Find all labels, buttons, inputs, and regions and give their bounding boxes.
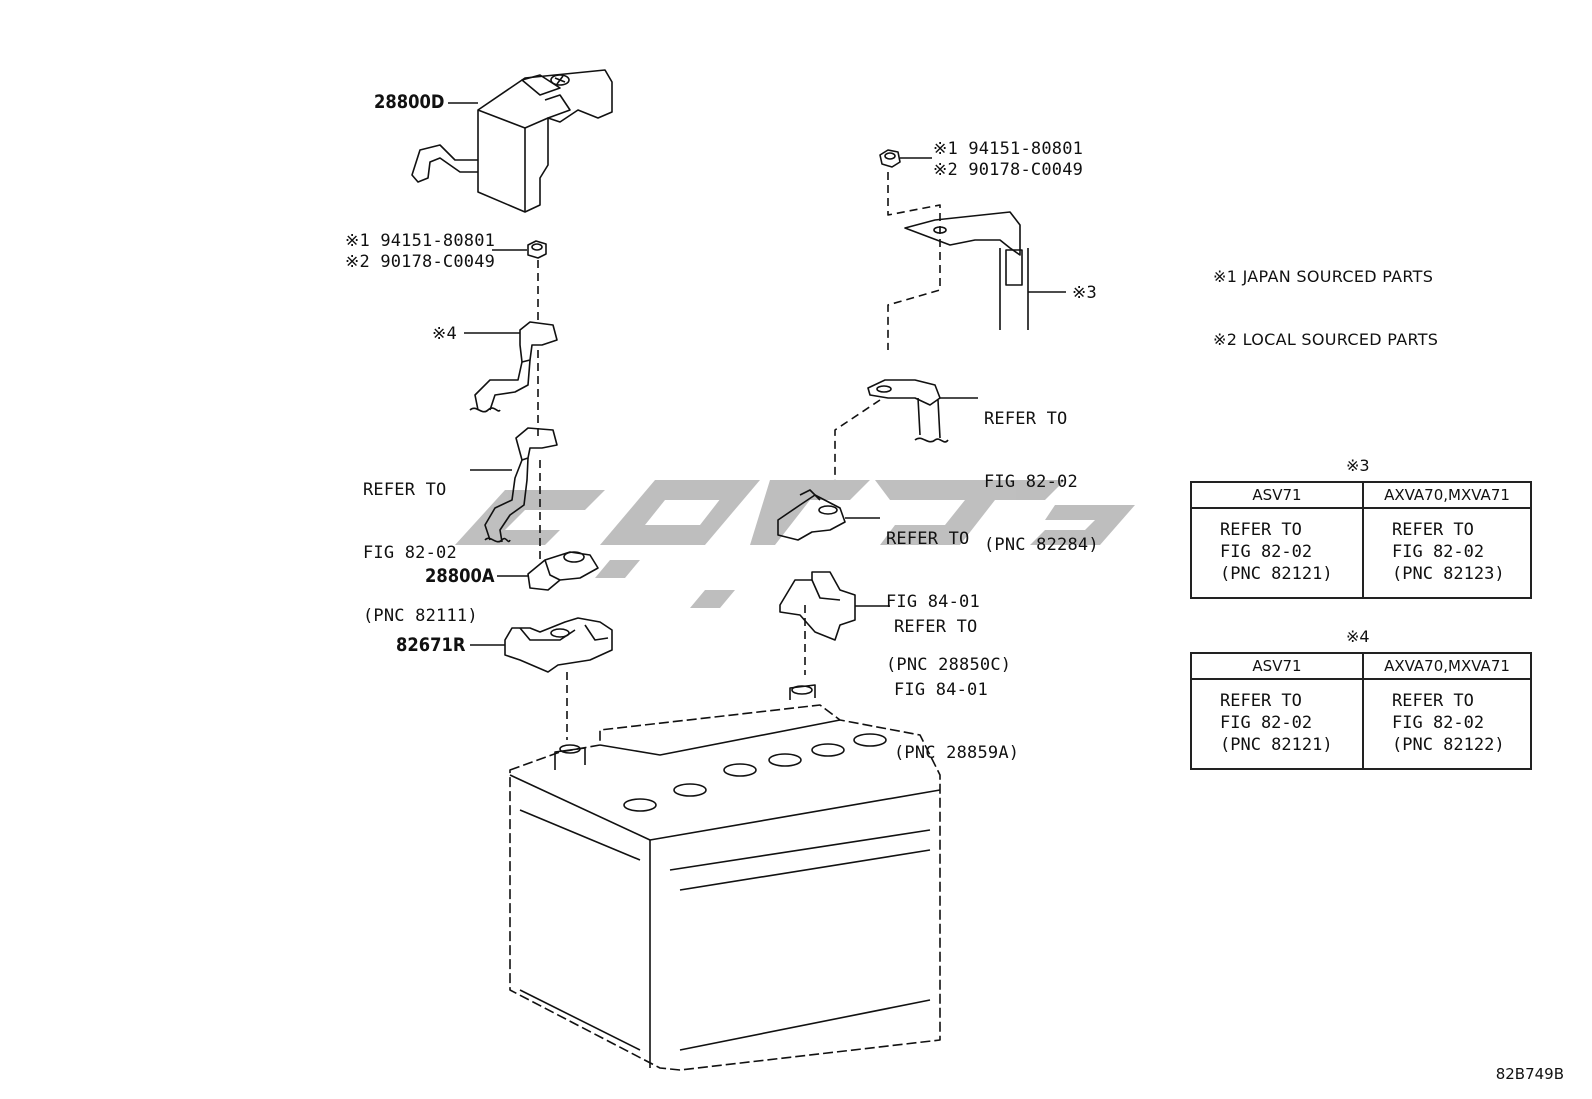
cell-line: REFER TO — [1392, 520, 1474, 540]
nut-right-line2: ※2 90178-C0049 — [933, 160, 1084, 180]
legend-line1: ※1 JAPAN SOURCED PARTS — [1213, 267, 1434, 286]
ref-line: REFER TO — [984, 409, 1068, 429]
cell-line: FIG 82-02 — [1392, 713, 1485, 733]
ref-line: FIG 82-02 — [984, 472, 1078, 492]
nut-right-line1: ※1 94151-80801 — [933, 139, 1084, 159]
cell-line: (PNC 82121) — [1220, 564, 1333, 584]
ref-line: (PNC 82284) — [984, 535, 1099, 555]
cell-line: (PNC 82122) — [1392, 735, 1505, 755]
ref-line: REFER TO — [894, 617, 978, 637]
cell-line: (PNC 82123) — [1392, 564, 1505, 584]
ref-terminal: REFER TO FIG 84-01 (PNC 28850C) — [886, 487, 1011, 697]
ref-left-cable: REFER TO FIG 82-02 (PNC 82111) — [363, 438, 478, 648]
ref-line: FIG 84-01 — [886, 592, 980, 612]
cover-part — [411, 69, 613, 213]
right-cable-upper — [904, 211, 1029, 330]
table4-title: ※4 — [1346, 627, 1370, 646]
callout-note3: ※3 — [1072, 283, 1097, 303]
cell-line: REFER TO — [1220, 520, 1302, 540]
table3-col1: ASV71 — [1190, 481, 1364, 509]
ref-line: (PNC 82111) — [363, 606, 478, 626]
table4-col1: ASV71 — [1190, 652, 1364, 680]
left-nut — [527, 240, 547, 259]
ref-right-cable: REFER TO FIG 82-02 (PNC 82284) — [984, 367, 1099, 577]
table4-col2: AXVA70,MXVA71 — [1362, 652, 1532, 680]
cell-line: REFER TO — [1220, 691, 1302, 711]
bracket-part — [504, 617, 613, 673]
part-number-clamp: 28800A — [425, 565, 495, 587]
cell-line: REFER TO — [1392, 691, 1474, 711]
watermark-logo — [455, 480, 1135, 608]
right-cable-lower — [867, 379, 949, 443]
ref-line: FIG 82-02 — [363, 543, 457, 563]
terminal-part — [777, 489, 846, 541]
battery — [509, 684, 941, 1071]
clamp-part — [527, 551, 599, 591]
ref-line: FIG 84-01 — [894, 680, 988, 700]
figure-id: 82B749B — [1495, 1065, 1564, 1083]
left-cable-lower — [484, 427, 558, 543]
nut-left-line2: ※2 90178-C0049 — [345, 252, 496, 272]
ref-line: (PNC 28850C) — [886, 655, 1012, 675]
ref-line: REFER TO — [363, 480, 447, 500]
legend-line2: ※2 LOCAL SOURCED PARTS — [1213, 330, 1439, 349]
cell-line: (PNC 82121) — [1220, 735, 1333, 755]
right-nut — [879, 149, 901, 168]
table3-title: ※3 — [1346, 456, 1370, 475]
left-cable-upper — [469, 321, 558, 413]
cell-line: FIG 82-02 — [1392, 542, 1485, 562]
legend: ※1 JAPAN SOURCED PARTS ※2 LOCAL SOURCED … — [1213, 224, 1438, 371]
cell-line: FIG 82-02 — [1220, 542, 1313, 562]
part-number-bracket: 82671R — [396, 634, 466, 656]
table3-col2: AXVA70,MXVA71 — [1362, 481, 1532, 509]
nut-left-line1: ※1 94151-80801 — [345, 231, 496, 251]
ref-holder: REFER TO FIG 84-01 (PNC 28859A) — [894, 575, 1019, 785]
callout-note4: ※4 — [432, 324, 457, 344]
ref-line: REFER TO — [886, 529, 970, 549]
holder-part — [779, 571, 856, 641]
cell-line: FIG 82-02 — [1220, 713, 1313, 733]
ref-line: (PNC 28859A) — [894, 743, 1020, 763]
part-number-cover: 28800D — [374, 91, 445, 113]
